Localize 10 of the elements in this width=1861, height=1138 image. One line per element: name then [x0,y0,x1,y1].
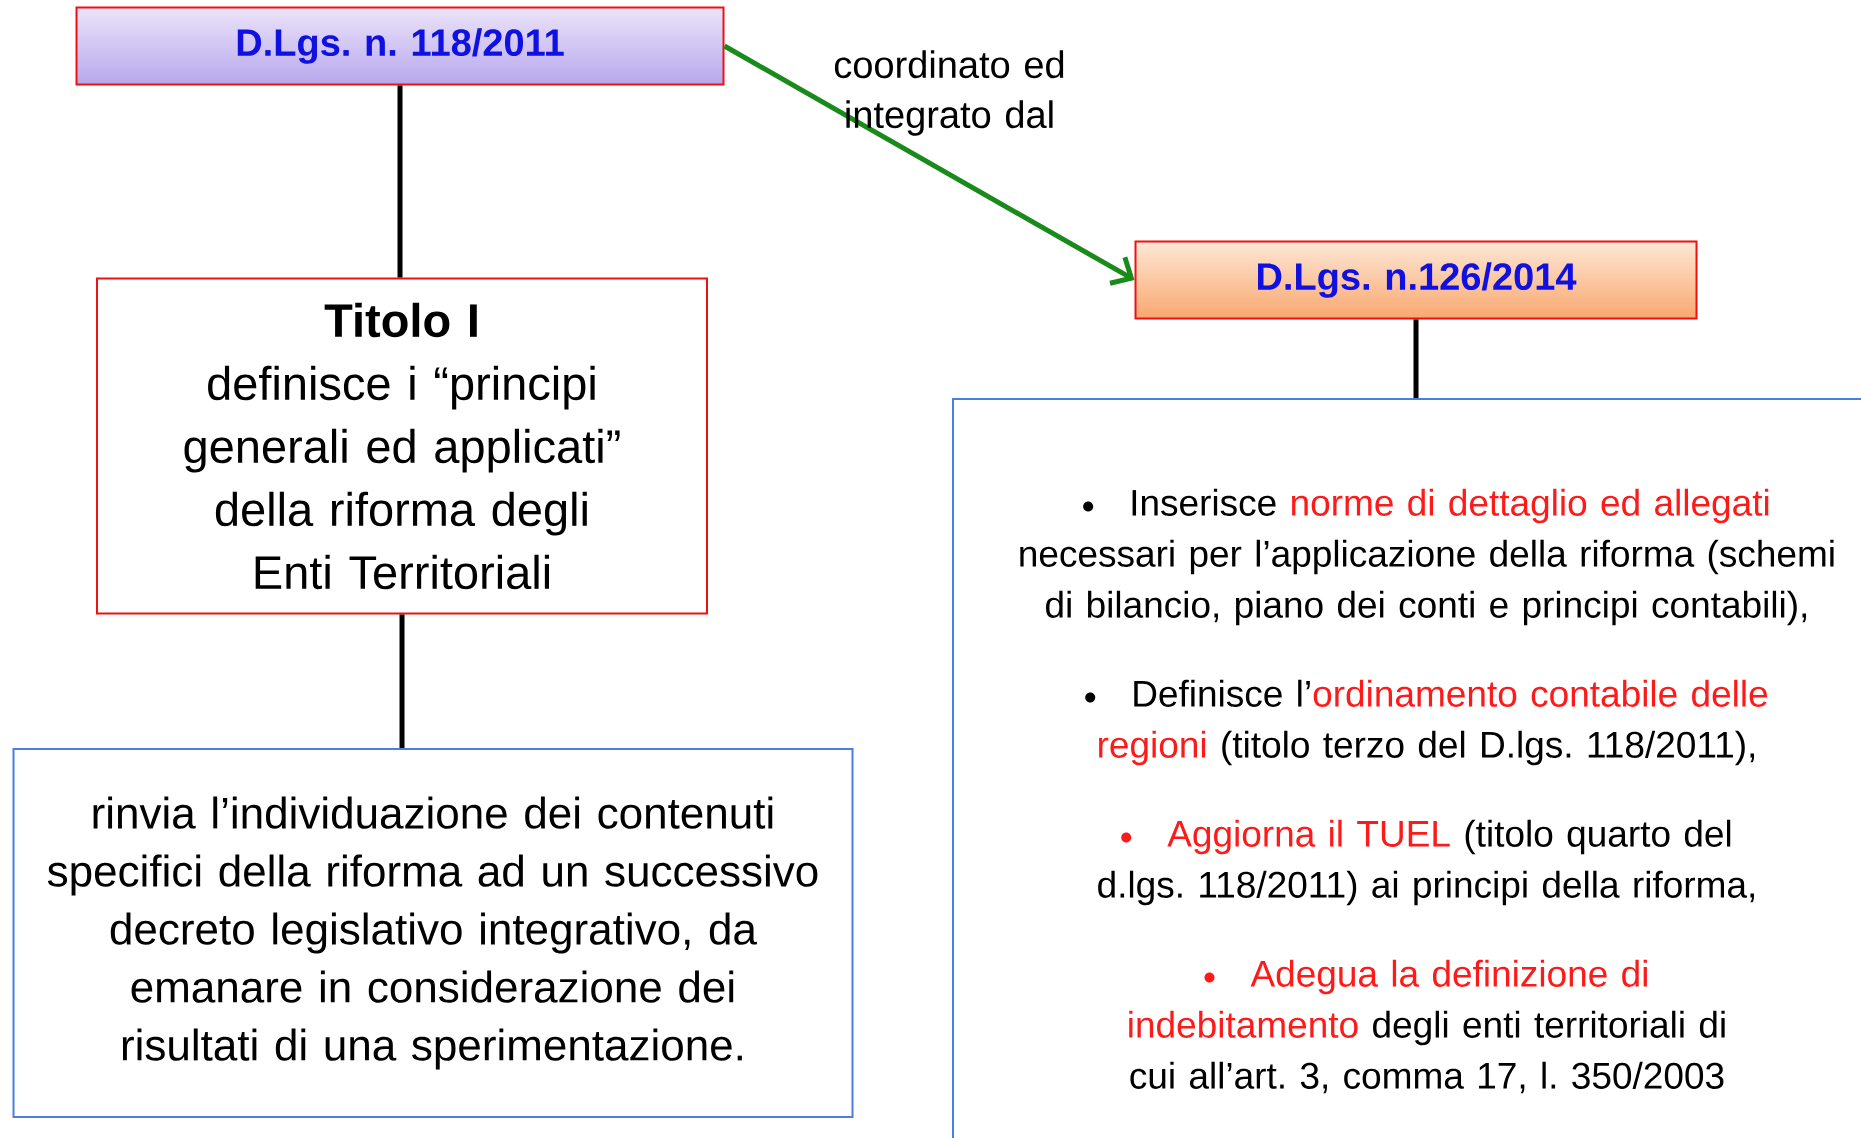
title-box: D.Lgs. n.126/2014 [1134,240,1698,320]
title-box: D.Lgs. n. 118/2011 [75,6,725,86]
edge-label: coordinato ed integrato dal [834,50,1064,136]
text-box: Titolo I definisce i “principi generali ed applicati” della riforma degli Enti Territoriali [96,277,708,615]
connector-line [399,614,405,748]
text-box: rinvia l’individuazione dei contenuti specifici della riforma ad un successivo decreto legislativo integrativo, da emanare in considerazione dei risultati di una sperimentazione. [12,748,854,1118]
connector-line [1413,319,1419,398]
arrow [723,43,1135,286]
text-box: Inserisce norme di dettaglio ed allegati necessari per l’applicazione della riforma (schemi di bilancio, piano dei conti e principi contabili), Definisce l’ordinamento contabile delle regioni (titolo terzo del D.lgs. 118/2011), Aggiorna il TUEL (titolo quarto del d.lgs. 118/2011) ai principi della riforma, Adegua la definizione di indebitamento degli enti territoriali di cui all’art. 3, comma 17, l. 350/2003 [952,398,1861,1138]
connector-line [397,85,403,278]
